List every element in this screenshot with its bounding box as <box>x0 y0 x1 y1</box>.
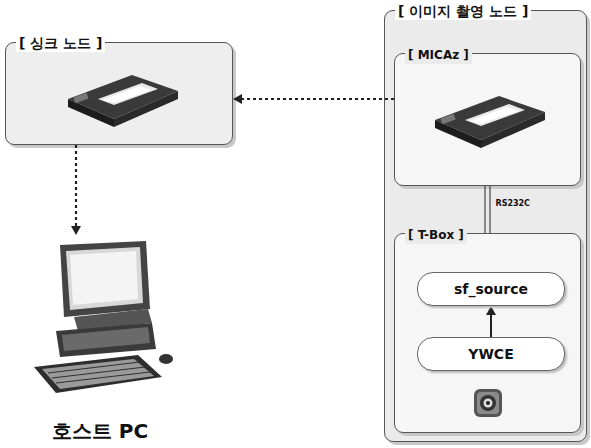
box-ground <box>394 53 581 186</box>
node-label: YWCE <box>468 346 513 362</box>
connector <box>233 94 394 104</box>
connector <box>485 186 490 233</box>
illustration <box>62 69 182 135</box>
illustration <box>429 90 549 156</box>
edge-label: RS232C <box>495 199 532 208</box>
node-label: sf_source <box>454 281 528 297</box>
illustration <box>20 239 180 418</box>
connector <box>71 145 81 235</box>
process-pill: YWCE <box>417 337 565 371</box>
micaz-box: [ MICAz ] <box>394 53 581 186</box>
box-ground <box>394 233 581 433</box>
box-ground <box>384 10 587 442</box>
connector <box>486 306 496 337</box>
box-heading: [ 싱크 노드 ] <box>16 34 105 52</box>
box-heading: [ 이미지 촬영 노드 ] <box>395 2 531 20</box>
box-ground <box>5 42 233 145</box>
sink-node-box: [ 싱크 노드 ] <box>5 42 233 145</box>
box-heading: [ MICAz ] <box>405 46 472 64</box>
tbox-box: [ T-Box ]sf_sourceYWCE <box>394 233 581 433</box>
host-pc: 호스트 PC <box>20 235 180 445</box>
box-heading: [ T-Box ] <box>405 226 467 244</box>
image-node-box: [ 이미지 촬영 노드 ][ MICAz ][ T-Box ]sf_source… <box>384 10 587 442</box>
process-pill: sf_source <box>417 272 565 306</box>
node-label: 호스트 PC <box>52 418 148 445</box>
illustration <box>471 386 505 424</box>
